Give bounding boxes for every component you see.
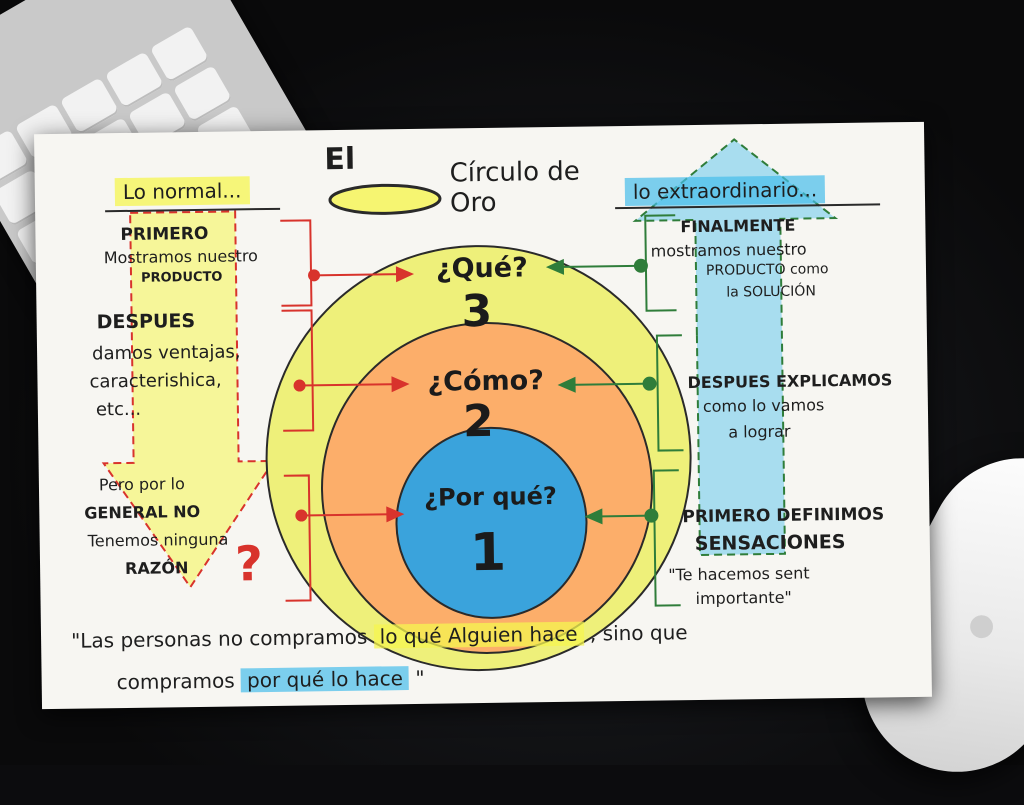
title-circulo-de-oro: Círculo de Oro [449, 156, 580, 219]
red-question-mark-icon: ? [234, 536, 264, 593]
right-primero-body-2: importante" [695, 587, 792, 609]
title-el: El [324, 141, 356, 178]
quote-line-2-a: compramos [116, 668, 235, 695]
left-pero-4: RAZÓN [124, 558, 189, 579]
tag-lo-normal: Lo normal... [114, 176, 250, 207]
right-brackets [555, 214, 684, 607]
up-arrow-shape [632, 138, 839, 556]
right-primero-head-2: SENSACIONES [694, 530, 846, 556]
left-primero-body: Mostramos nuestro [103, 246, 259, 268]
number-1: 1 [469, 522, 507, 584]
right-finalmente-body-2: PRODUCTO como [705, 261, 829, 279]
left-pero-1: Pero por lo [98, 474, 185, 495]
right-primero-body: "Te hacemos sent [668, 563, 810, 585]
quote-line-2-b: " [415, 665, 425, 690]
left-primero-body-2: PRODUCTO [140, 269, 223, 286]
ring-icon [328, 183, 442, 215]
left-pero-3: Tenemos ninguna [87, 529, 229, 551]
diagram-drawing [101, 138, 881, 672]
left-despues-head: DESPUES [96, 310, 196, 334]
right-primero-head: PRIMERO DEFINIMOS [682, 504, 885, 528]
left-despues-body-3: etc... [95, 398, 142, 421]
paper-sheet: El Círculo de Oro Lo normal... lo extrao… [34, 121, 932, 710]
right-finalmente-body: mostramos nuestro [650, 239, 807, 261]
quote-line-1-b: , sino que [589, 620, 688, 646]
quote-line-1-a: "Las personas no compramos [70, 624, 368, 653]
left-pero-2: GENERAL NO [84, 501, 201, 523]
right-despues-body-2: a lograr [728, 421, 791, 442]
left-despues-body: damos ventajas, [91, 341, 241, 365]
number-2: 2 [462, 395, 495, 448]
inner-circle [395, 426, 588, 619]
left-arrowheads [293, 266, 415, 523]
left-brackets [280, 219, 403, 602]
left-despues-body-2: caracterishica, [89, 369, 222, 393]
quote-highlight-blue: por qué lo hace [240, 666, 410, 693]
tag-lo-extraordinario: lo extraordinario... [624, 175, 826, 206]
right-finalmente-body-3: la SOLUCIÓN [726, 283, 816, 301]
right-despues-head: DESPUES EXPLICAMOS [687, 370, 893, 393]
apple-logo-icon: ● [962, 603, 1003, 647]
right-despues-body: como lo vamos [702, 395, 825, 416]
left-primero-head: PRIMERO [120, 223, 209, 246]
down-arrow-shape [101, 210, 276, 589]
label-que: ¿Qué? [435, 252, 528, 285]
quote-highlight-yellow: lo qué Alguien hace [373, 621, 584, 649]
right-finalmente-head: FINALMENTE [680, 215, 796, 237]
quote-line-2: compramos por qué lo hace " [117, 666, 425, 694]
number-3: 3 [461, 285, 493, 338]
right-arrowheads [545, 258, 659, 525]
label-por-que: ¿Por qué? [423, 481, 557, 512]
label-como: ¿Cómo? [427, 365, 545, 398]
